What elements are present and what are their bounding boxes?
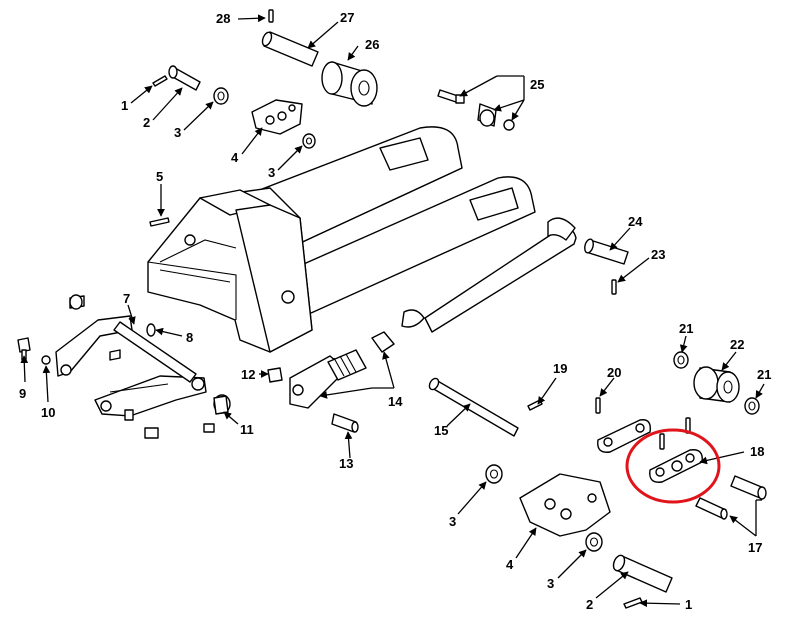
callout-3-top: 3 [174,125,182,140]
fork-frame [147,126,577,353]
callout-13: 13 [339,456,354,471]
part-4-bracket-bottom [519,473,611,537]
callout-22: 22 [730,337,745,352]
part-3-washer-bottom [585,532,603,552]
callout-21-right: 21 [757,367,772,382]
callout-2-top: 2 [143,115,151,130]
part-10-nut [41,355,51,365]
highlight-circle-part-18 [625,428,721,504]
part-20-link-plate [597,419,651,453]
callout-3-mid: 3 [268,165,276,180]
part-3-washer-right-top [485,464,503,484]
part-misc-bushings [69,294,215,439]
part-18-link [649,449,703,483]
part-15-long-shaft [428,377,519,437]
part-13-pin [331,413,359,433]
part-22-roller [693,366,740,403]
callout-7: 7 [123,291,131,306]
callout-19: 19 [553,361,568,376]
part-2-shaft-bottom [612,554,673,593]
part-8-pin [146,323,156,337]
part-12-nut [267,367,283,383]
part-21-washer-left [673,351,689,369]
part-26-roller [321,61,378,107]
part-9-bolt [17,337,31,361]
callout-17: 17 [748,540,763,555]
callout-11: 11 [240,422,254,437]
callout-1-top: 1 [121,98,129,113]
part-3-washer-top [213,87,229,105]
callout-4-top: 4 [231,150,239,165]
callout-12: 12 [241,367,256,382]
callout-15: 15 [434,423,449,438]
part-24-pin [584,238,629,265]
callout-24: 24 [628,214,643,229]
part-21-washer-right [744,397,760,415]
callout-3-bottom: 3 [547,576,555,591]
callout-25: 25 [530,77,545,92]
callout-3-right-top: 3 [449,514,457,529]
part-1-pin-top [152,75,168,87]
callout-23: 23 [651,247,666,262]
part-5-bolt [149,217,170,227]
callout-28: 28 [216,11,231,26]
callout-8: 8 [186,330,194,345]
part-14-piston-rod [289,309,425,409]
callout-27: 27 [340,10,355,25]
callout-9: 9 [19,386,27,401]
part-1-pin-bottom [623,597,643,609]
callout-4-bottom: 4 [506,557,514,572]
part-17-pins [695,475,767,520]
callout-26: 26 [365,37,380,52]
part-25-bolt-bushing-nut [437,89,515,131]
callout-14: 14 [388,394,403,409]
callout-20: 20 [607,365,622,380]
callout-21-left: 21 [679,321,694,336]
part-27-axle [261,31,319,67]
callout-18: 18 [750,444,765,459]
callout-2-bottom: 2 [586,597,594,612]
callout-10: 10 [41,405,56,420]
part-3-washer-mid [302,133,316,149]
leader-lines [20,14,765,608]
part-28-pin [268,9,274,23]
part-2-shaft-top [168,65,201,91]
callout-5: 5 [156,169,164,184]
part-4-bracket-top [251,99,303,135]
callout-1-bottom: 1 [685,597,693,612]
part-7-pedal-assembly [55,315,207,417]
part-11-bushing [213,394,231,415]
part-23-small-pin [611,279,617,295]
